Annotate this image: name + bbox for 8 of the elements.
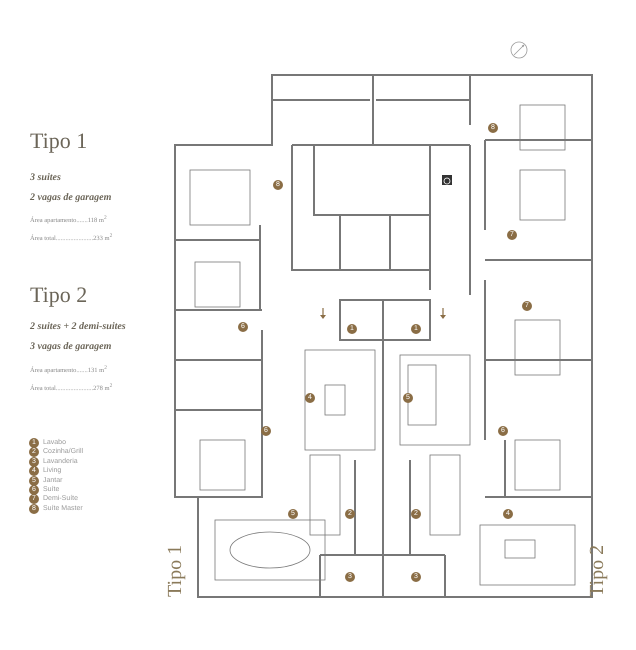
type-heading: Tipo 1: [30, 130, 88, 152]
type-label: Tipo 1: [165, 544, 185, 597]
type-label: Tipo 2: [587, 544, 607, 597]
feature-text: 2 vagas de garagem: [30, 193, 112, 203]
type-heading: Tipo 2: [30, 284, 88, 306]
feature-text: 3 vagas de garagem: [30, 342, 112, 352]
feature-text: 2 suites + 2 demi-suites: [30, 322, 126, 332]
feature-text: 3 suites: [30, 173, 61, 183]
